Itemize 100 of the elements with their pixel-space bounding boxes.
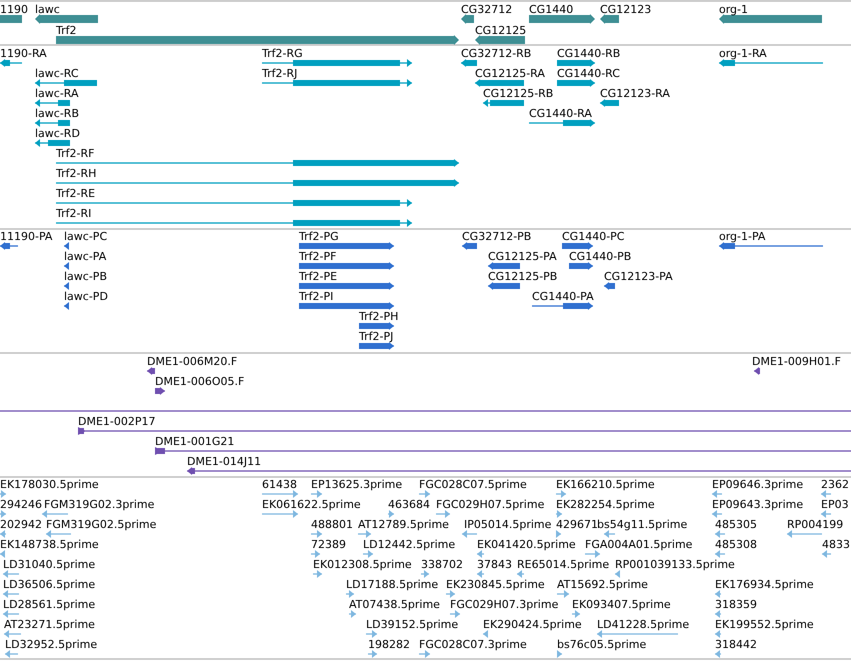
feature-label: Trf2-PE <box>299 270 338 283</box>
feature-label: CG32712 <box>461 3 512 16</box>
feature-label: FGC028C07.3prime <box>419 638 527 651</box>
feature-label: bs54g11.5prime <box>597 518 688 531</box>
feature-label: EK178030.5prime <box>0 478 99 491</box>
feature-label: LD28561.5prime <box>3 598 96 611</box>
feature-label: CG12125-RA <box>475 67 545 80</box>
feature-label: EK282254.5prime <box>556 498 655 511</box>
feature-label: EK041420.5prime <box>477 538 576 551</box>
feature-label: org-1-RA <box>719 47 767 60</box>
feature-label: LD32952.5prime <box>5 638 98 651</box>
feature-label: Trf2 <box>56 24 76 37</box>
feature-label: org-1-PA <box>719 230 766 243</box>
feature-label: LD39152.5prime <box>366 618 458 631</box>
feature-label: RE65014.5prime <box>517 558 610 571</box>
feature-label: 61438 <box>262 478 297 491</box>
feature-label: CG1440-RA <box>529 107 592 120</box>
feature-label: LD31040.5prime <box>3 558 96 571</box>
feature-label: DME1-009H01.F <box>752 355 841 368</box>
feature-label: CG12123-PA <box>604 270 673 283</box>
feature-label: EK093407.5prime <box>572 598 671 611</box>
feature-label: CG32712-PB <box>462 230 532 243</box>
feature-label: lawc-RB <box>35 107 79 120</box>
feature-label: CG12125-PB <box>488 270 558 283</box>
feature-label: 2362 <box>821 478 849 491</box>
feature-label: RP004199 <box>787 518 844 531</box>
feature-label: Trf2-PF <box>299 250 336 263</box>
feature-label: RP001039133.5prime <box>615 558 735 571</box>
feature-label: Trf2-PI <box>299 290 334 303</box>
feature-label: DME1-014J11 <box>187 455 262 468</box>
feature-label: DME1-006O05.F <box>155 375 244 388</box>
feature-label: FGM319G02.5prime <box>46 518 156 531</box>
feature-label: LD41228.5prime <box>597 618 690 631</box>
feature-label: EK230845.5prime <box>446 578 545 591</box>
feature-label: LD36506.5prime <box>3 578 96 591</box>
feature-label: Trf2-RJ <box>262 67 298 80</box>
feature-label: CG1440 <box>529 3 574 16</box>
feature-label: 294246 <box>0 498 42 511</box>
feature-label: CG1440-PC <box>562 230 624 243</box>
feature-label: DME1-001G21 <box>155 435 234 448</box>
feature-label: LD17188.5prime <box>346 578 438 591</box>
feature-label: Trf2-PJ <box>359 330 394 343</box>
feature-label: CG32712-RB <box>461 47 532 60</box>
feature-label: Trf2-PH <box>359 310 398 323</box>
feature-label: CG12123 <box>600 3 652 16</box>
feature-label: 463684 <box>388 498 430 511</box>
feature-label: lawc-PC <box>64 230 108 243</box>
feature-label: CG12125 <box>475 24 526 37</box>
feature-label: EK166210.5prime <box>556 478 655 491</box>
feature-label: AT12789.5prime <box>358 518 449 531</box>
feature-label: lawc-PA <box>64 250 106 263</box>
feature-label: FGC029H07.5prime <box>436 498 544 511</box>
feature-label: IP05014.5prime <box>464 518 552 531</box>
feature-label: FGC028C07.5prime <box>419 478 527 491</box>
feature-label: EK061622.5prime <box>262 498 361 511</box>
feature-label: CG1440-PB <box>569 250 632 263</box>
feature-label: CG1440-PA <box>532 290 594 303</box>
feature-label: 1190-RA <box>0 47 47 60</box>
feature-label: Trf2-PG <box>299 230 339 243</box>
feature-label: EK176934.5prime <box>715 578 814 591</box>
feature-label: 488801 <box>311 518 353 531</box>
feature-label: lawc-PB <box>64 270 107 283</box>
feature-label: AT23271.5prime <box>4 618 95 631</box>
feature-label: 338702 <box>421 558 463 571</box>
feature-label: 37843 <box>477 558 512 571</box>
feature-label: 318442 <box>715 638 757 651</box>
feature-label: Trf2-RI <box>56 207 92 220</box>
feature-label: lawc-RA <box>35 87 79 100</box>
feature-label: 429671 <box>556 518 598 531</box>
feature-label: CG12125-RB <box>483 87 554 100</box>
feature-label: Trf2-RE <box>56 187 96 200</box>
feature-label: bs76c05.5prime <box>557 638 646 651</box>
feature-label: 318359 <box>715 598 757 611</box>
feature-label: 202942 <box>0 518 42 531</box>
feature-label: 72389 <box>311 538 346 551</box>
feature-label: AT15692.5prime <box>557 578 648 591</box>
feature-label: FGA004A01.5prime <box>585 538 692 551</box>
feature-label: 1190 <box>0 3 28 16</box>
feature-label: lawc <box>35 3 60 16</box>
feature-label: 485305 <box>715 518 757 531</box>
feature-label: lawc-RC <box>35 67 79 80</box>
feature-label: CG1440-RC <box>557 67 620 80</box>
feature-label: EK012308.5prime <box>313 558 412 571</box>
feature-label: LD12442.5prime <box>363 538 456 551</box>
feature-label: EK290424.5prime <box>483 618 582 631</box>
feature-label: FGC029H07.3prime <box>450 598 558 611</box>
feature-label: DME1-006M20.F <box>147 355 238 368</box>
feature-label: EP09646.3prime <box>712 478 804 491</box>
feature-label: CG1440-RB <box>557 47 620 60</box>
feature-label: FGM319G02.3prime <box>44 498 154 511</box>
feature-label: Trf2-RF <box>56 147 94 160</box>
feature-label: AT07438.5prime <box>349 598 440 611</box>
feature-label: 4833 <box>822 538 850 551</box>
feature-label: EK199552.5prime <box>715 618 814 631</box>
feature-label: CG12125-PA <box>488 250 557 263</box>
feature-label: Trf2-RG <box>262 47 303 60</box>
feature-label: lawc-PD <box>64 290 108 303</box>
feature-label: CG12123-RA <box>600 87 670 100</box>
feature-label: Trf2-RH <box>56 167 96 180</box>
feature-label: 11190-PA <box>0 230 52 243</box>
